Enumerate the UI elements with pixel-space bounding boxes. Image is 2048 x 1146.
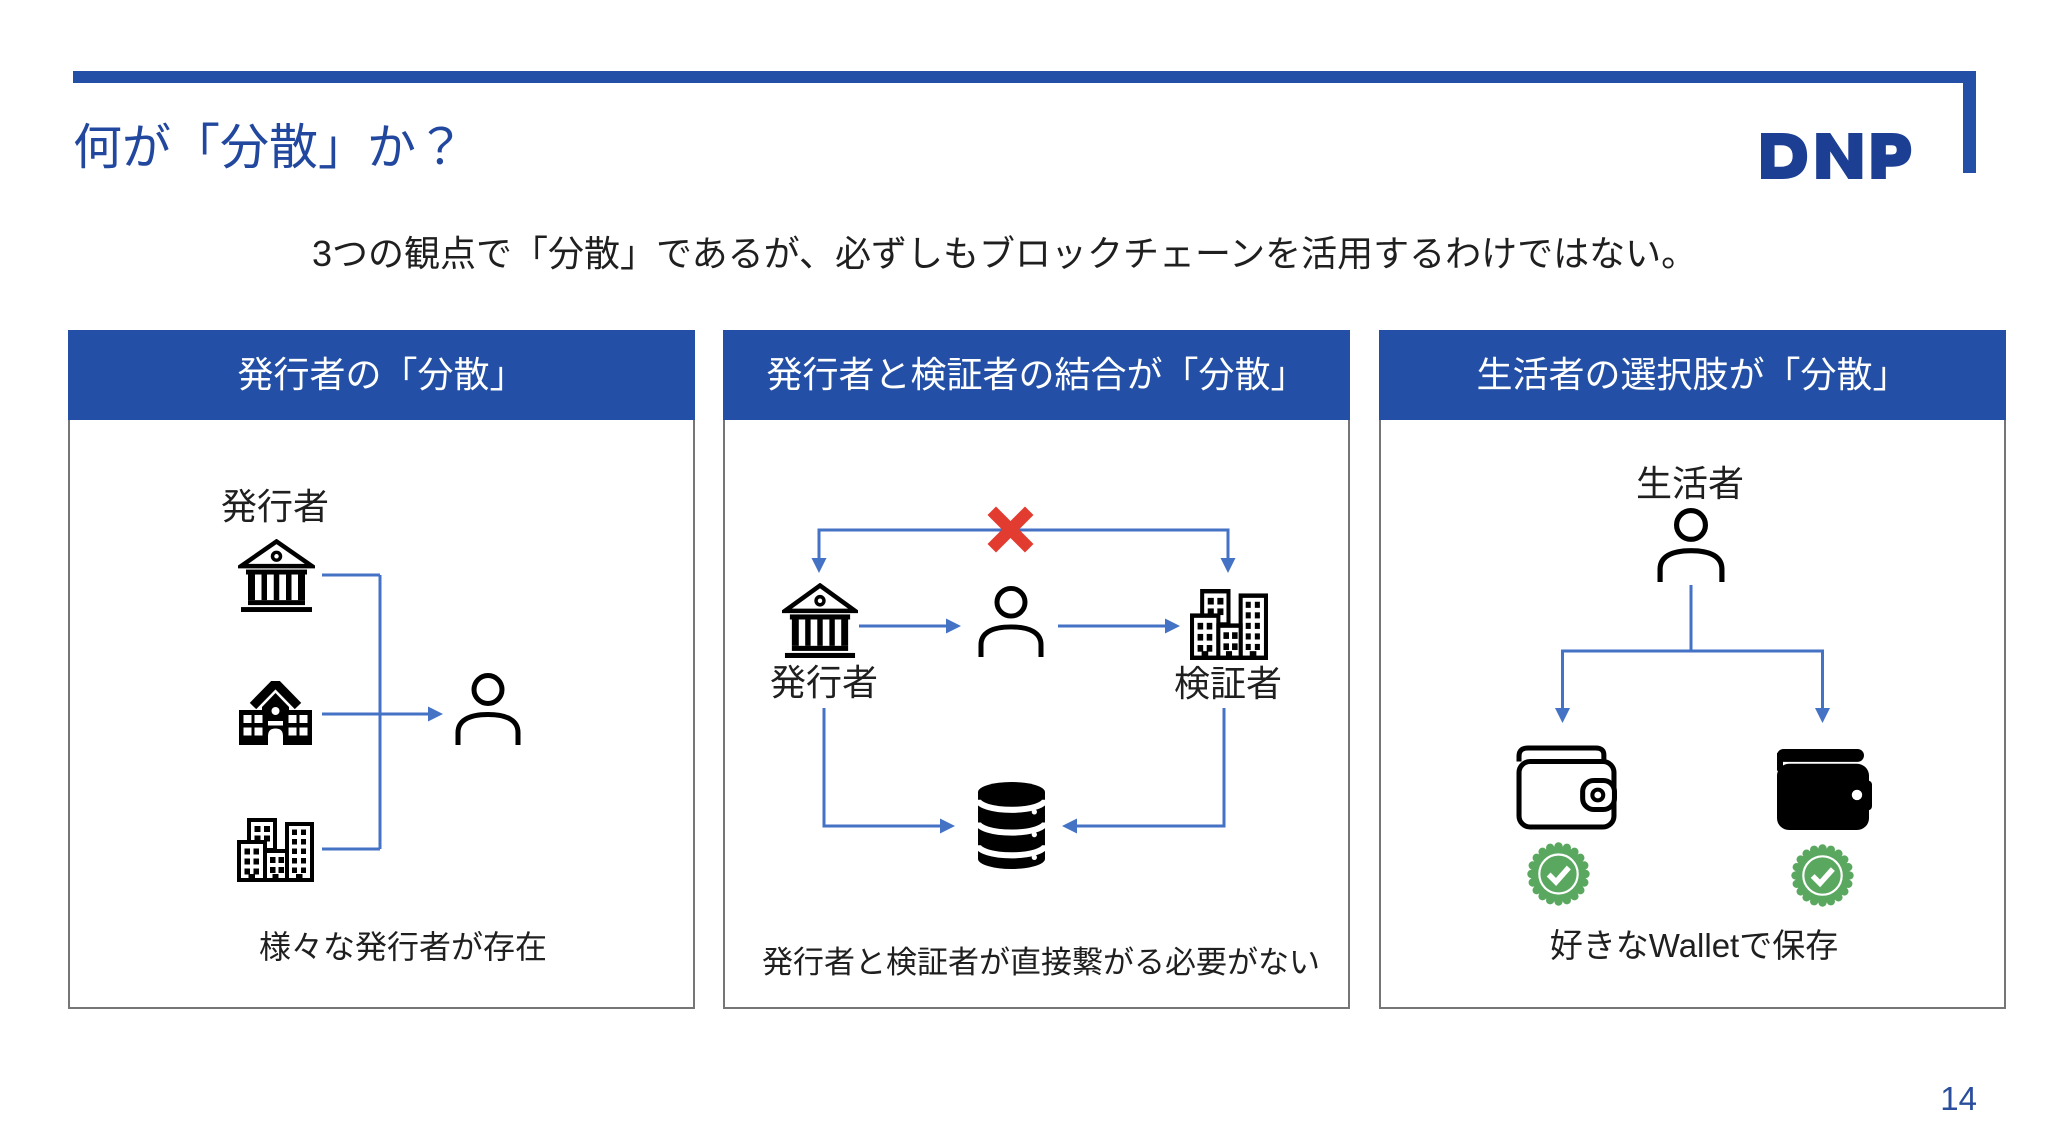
slide-title: 何が「分散」か？	[73, 121, 466, 175]
school-icon	[239, 681, 312, 745]
verifier-label: 検証者	[1173, 663, 1283, 704]
panel-caption: 好きなWalletで保存	[1549, 927, 1839, 964]
panel-consumer-choice: 生活者の選択肢が「分散」	[1379, 330, 2006, 1009]
panel-caption: 様々な発行者が存在	[258, 929, 548, 965]
consumer-label: 生活者	[1635, 463, 1745, 504]
wallet-outline-icon	[1516, 744, 1617, 830]
bank-icon	[238, 539, 315, 612]
panel-header: 発行者と検証者の結合が「分散」	[723, 330, 1350, 420]
panel-header: 生活者の選択肢が「分散」	[1379, 330, 2006, 420]
person-icon	[1657, 508, 1725, 582]
wallet-solid-icon	[1774, 747, 1874, 832]
approved-badge-icon	[1527, 842, 1590, 906]
issuer-label: 発行者	[221, 486, 330, 527]
person-icon	[455, 673, 521, 745]
slide-subtitle: 3つの観点で「分散」であるが、必ずしもブロックチェーンを活用するわけではない。	[312, 233, 1698, 274]
bank-icon	[782, 583, 858, 658]
panel-caption: 発行者と検証者が直接繋がる必要がない	[762, 945, 1320, 980]
top-rule	[73, 71, 1976, 83]
panel-body	[723, 420, 1350, 1009]
panel-issuer-decentralized: 発行者の「分散」	[68, 330, 695, 1009]
panel-body	[1379, 420, 2006, 1009]
database-icon	[977, 781, 1046, 870]
panel-body	[68, 420, 695, 1009]
person-icon	[978, 586, 1044, 657]
city-buildings-icon	[237, 818, 314, 882]
city-buildings-icon	[1190, 589, 1268, 660]
panel-header: 発行者の「分散」	[68, 330, 695, 420]
issuer-label: 発行者	[769, 662, 879, 703]
approved-badge-icon	[1791, 844, 1854, 907]
page-number: 14	[1940, 1080, 1977, 1117]
dnp-logo-icon: DNP	[1761, 133, 1912, 179]
top-rule-corner	[1963, 71, 1976, 173]
